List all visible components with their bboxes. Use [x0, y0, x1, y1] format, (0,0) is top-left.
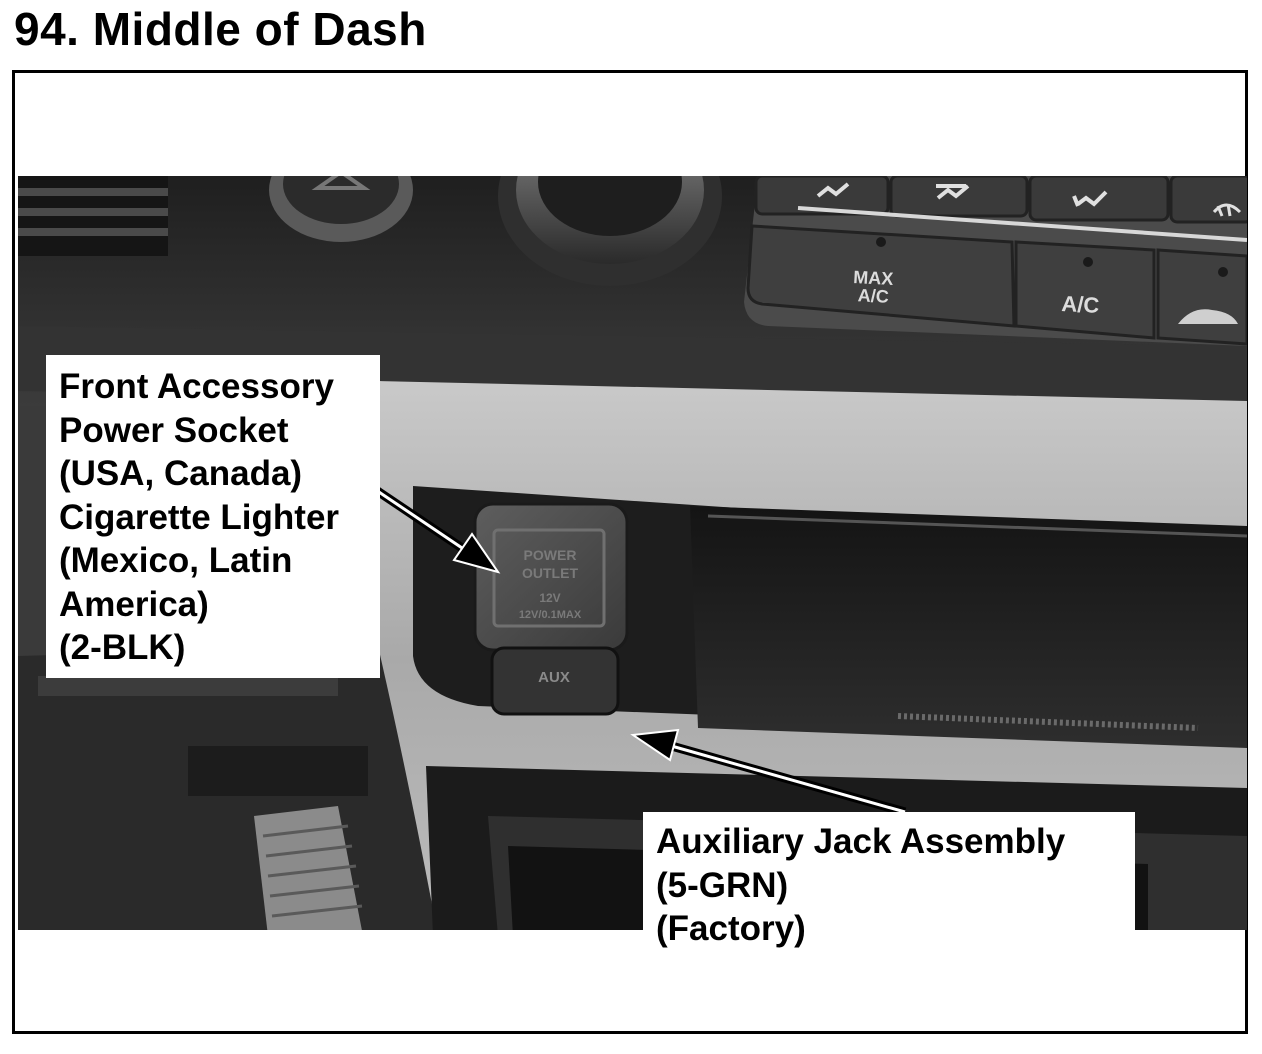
- socket-text-3: 12V: [539, 591, 560, 605]
- dashboard-photo: MAX A/C A/C: [18, 176, 1247, 930]
- power-socket-callout: Front Accessory Power Socket (USA, Canad…: [46, 355, 380, 678]
- storage-tray: [690, 506, 1247, 748]
- aux-text: AUX: [538, 669, 570, 686]
- callout-line: (Factory): [656, 909, 806, 948]
- callout-line: (2-BLK): [59, 628, 186, 667]
- callout-line: Power Socket: [59, 410, 289, 450]
- socket-text-1: POWER: [524, 547, 577, 563]
- aux-jack-callout: Auxiliary Jack Assembly (5-GRN) (Factory…: [643, 812, 1135, 952]
- callout-line: (5-GRN): [656, 865, 789, 905]
- page-title: 94. Middle of Dash: [14, 3, 427, 55]
- climate-control-panel: MAX A/C A/C: [744, 176, 1247, 346]
- mode-icon-2: [936, 184, 970, 200]
- audio-knob: [498, 176, 722, 286]
- ac-label: A/C: [1061, 291, 1100, 318]
- callout-line: Front Accessory: [59, 367, 334, 406]
- mode-icon-3: [1072, 190, 1108, 207]
- callout-line: Cigarette Lighter: [59, 497, 340, 537]
- recirculation-icon: [1178, 309, 1238, 324]
- max-ac-label-2: A/C: [857, 285, 889, 307]
- hazard-button: [269, 176, 413, 242]
- defrost-icon: [1212, 203, 1242, 217]
- callout-line: (USA, Canada): [59, 454, 303, 493]
- max-ac-label: MAX: [853, 267, 894, 289]
- callout-line: America): [59, 584, 209, 624]
- aux-jack-cap: AUX: [490, 646, 620, 716]
- brake-pedal: [254, 806, 363, 930]
- air-vent: [18, 176, 168, 256]
- mode-icon: [816, 182, 850, 198]
- socket-text-2: OUTLET: [522, 565, 578, 581]
- callout-line: (Mexico, Latin: [59, 541, 293, 580]
- callout-line: Auxiliary Jack Assembly: [656, 822, 1066, 861]
- power-socket-cap: POWER OUTLET 12V 12V/0.1MAX: [473, 502, 629, 652]
- socket-text-4: 12V/0.1MAX: [519, 609, 582, 621]
